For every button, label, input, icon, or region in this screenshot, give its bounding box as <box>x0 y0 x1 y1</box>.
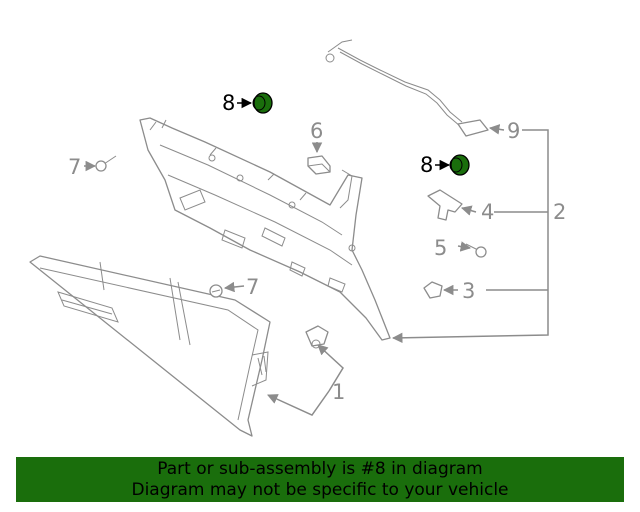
callout-7-lower: 7 <box>246 275 259 299</box>
clip-part-3 <box>423 281 443 299</box>
callout-8-upper: 8 <box>222 91 235 115</box>
callout-1: 1 <box>332 380 345 404</box>
bumper-part-8-lower[interactable] <box>449 154 470 176</box>
bumper-part-8-upper[interactable] <box>252 92 273 114</box>
screw-part-5 <box>465 243 487 258</box>
banner-line-2: Diagram may not be specific to your vehi… <box>131 480 509 500</box>
instrument-panel-frame <box>139 117 391 341</box>
leader-lines <box>84 97 549 416</box>
screw-part-7-upper <box>95 155 117 172</box>
glove-box-bin <box>29 255 271 437</box>
damper-part-1 <box>305 325 329 349</box>
release-cable <box>325 39 489 137</box>
callout-9: 9 <box>507 119 520 143</box>
banner-line-1: Part or sub-assembly is #8 in diagram <box>157 459 483 479</box>
info-banner: Part or sub-assembly is #8 in diagram Di… <box>16 457 624 502</box>
screw-part-7-lower <box>209 284 223 298</box>
callout-2: 2 <box>553 200 566 224</box>
callout-3: 3 <box>462 279 475 303</box>
bracket-part-4 <box>427 189 463 221</box>
callout-5: 5 <box>434 236 447 260</box>
clip-part-6 <box>307 155 331 175</box>
callout-4: 4 <box>481 200 494 224</box>
callout-7-upper: 7 <box>68 155 81 179</box>
callout-8-lower: 8 <box>420 153 433 177</box>
parts-diagram: 8 8 6 7 7 9 4 2 5 3 1 <box>29 39 566 437</box>
callout-6: 6 <box>310 119 323 143</box>
